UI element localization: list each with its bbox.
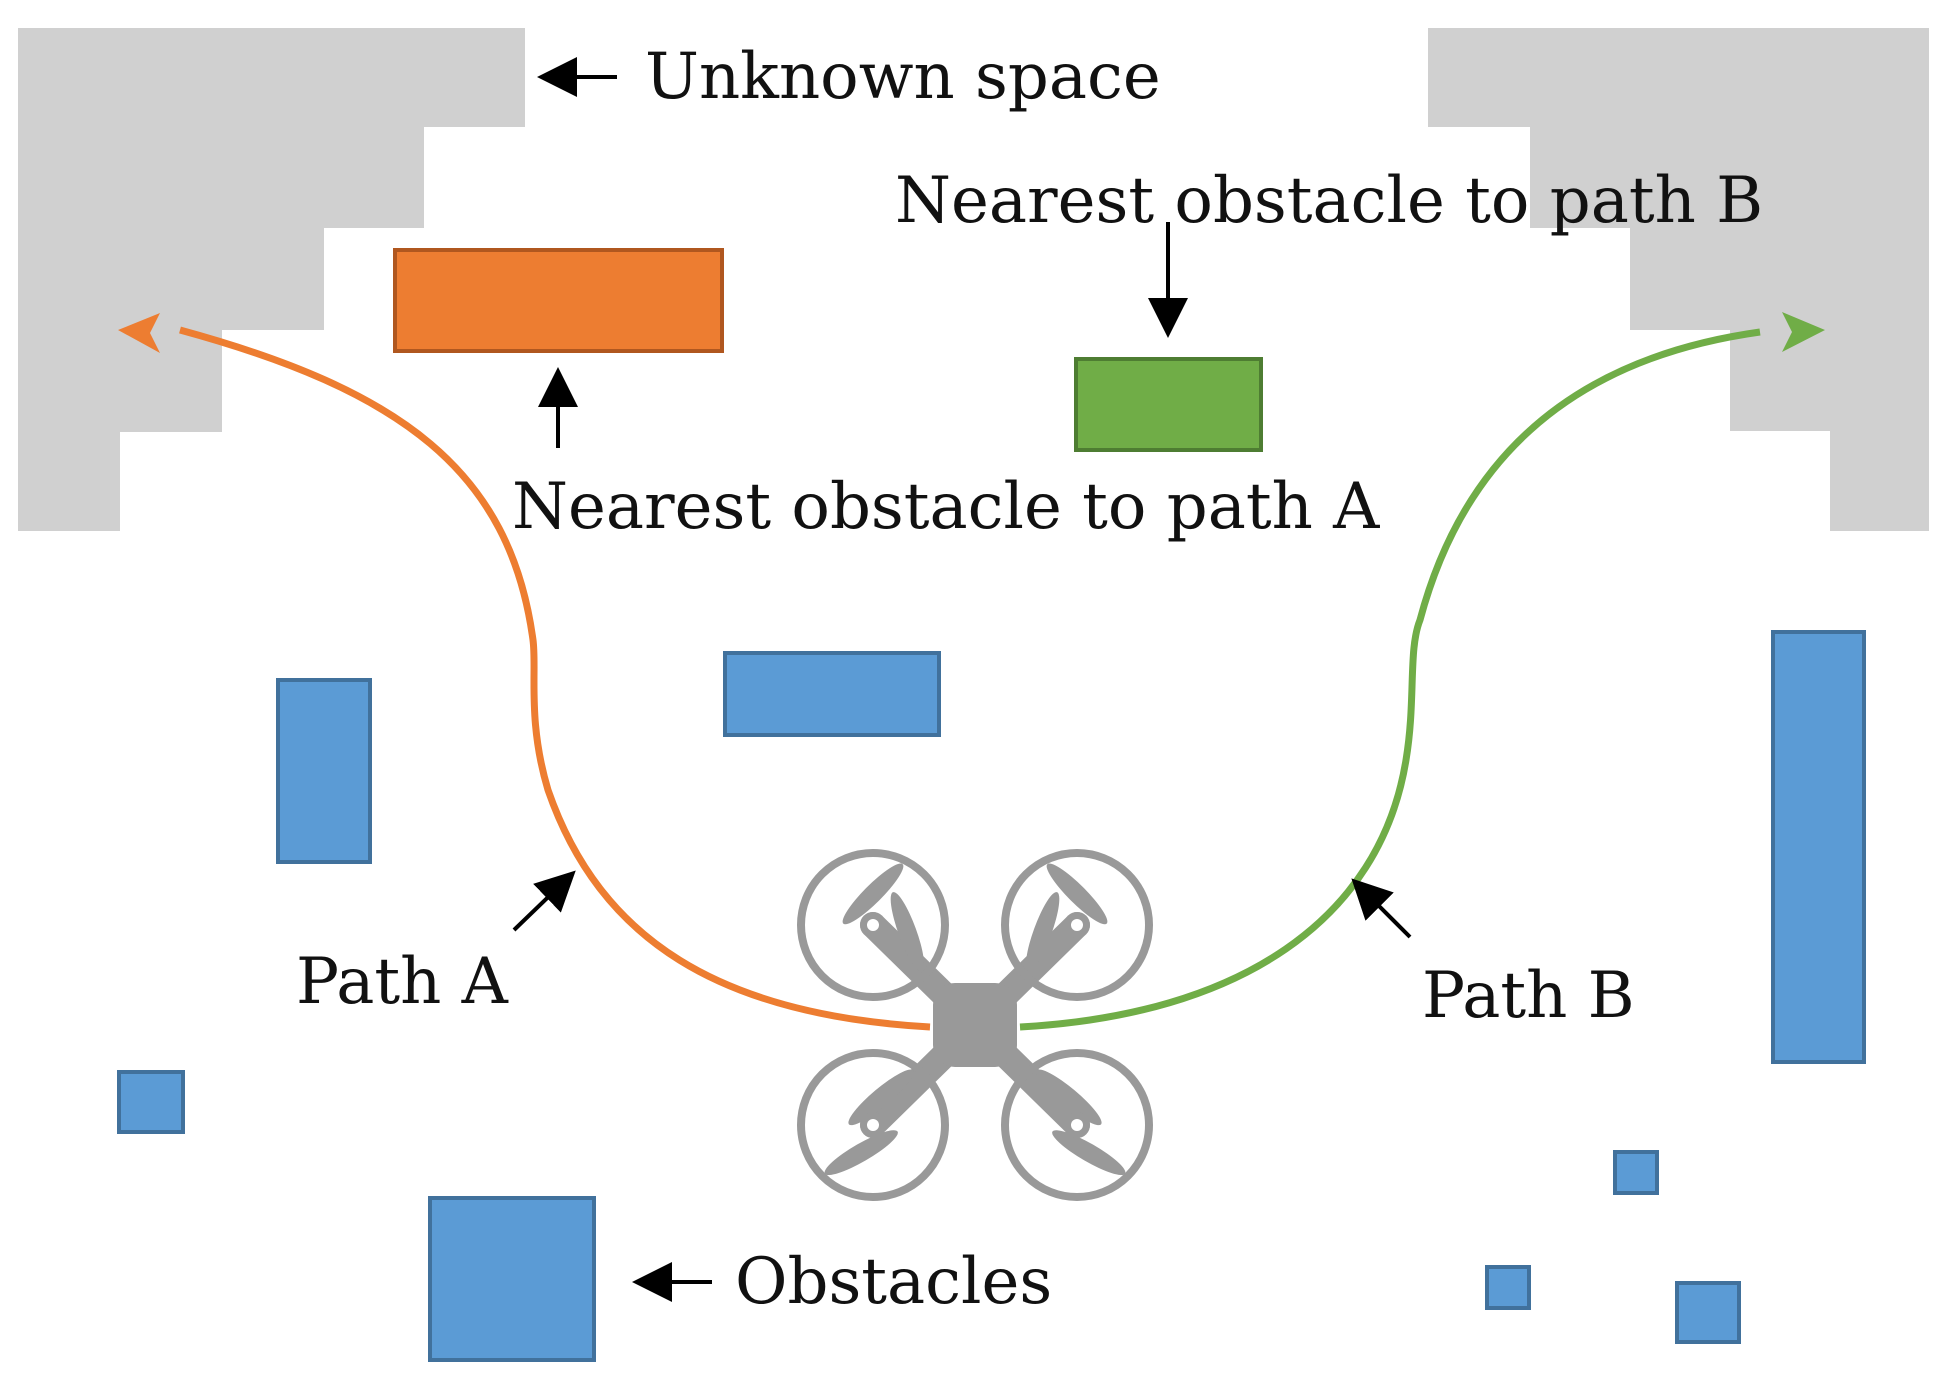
path-b-curve bbox=[1019, 328, 1761, 1031]
label-path-a: Path A bbox=[296, 945, 509, 1019]
arrow-path-a bbox=[512, 870, 576, 932]
obstacle bbox=[1675, 1281, 1741, 1344]
nearest-obstacle-path-b bbox=[1074, 357, 1263, 452]
unknown-space-left bbox=[18, 28, 525, 531]
obstacle bbox=[428, 1196, 596, 1362]
obstacle bbox=[723, 651, 941, 737]
obstacle bbox=[1485, 1265, 1531, 1310]
path-a-arrowhead bbox=[118, 313, 160, 353]
obstacles-group bbox=[117, 630, 1866, 1362]
obstacle bbox=[1613, 1150, 1659, 1195]
unknown-space-right bbox=[1428, 28, 1929, 531]
label-nearest-obstacle-a: Nearest obstacle to path A bbox=[512, 470, 1380, 544]
path-b-arrowhead bbox=[1782, 312, 1825, 352]
label-obstacles: Obstacles bbox=[735, 1245, 1052, 1319]
nearest-obstacle-path-a bbox=[393, 248, 724, 353]
label-nearest-obstacle-b: Nearest obstacle to path B bbox=[895, 164, 1763, 238]
path-a-curve bbox=[179, 326, 931, 1031]
arrow-path-b bbox=[1351, 878, 1412, 939]
obstacle bbox=[276, 678, 372, 864]
obstacle bbox=[117, 1070, 185, 1134]
label-path-b: Path B bbox=[1422, 959, 1635, 1033]
quadcopter-icon bbox=[797, 849, 1153, 1201]
label-unknown-space: Unknown space bbox=[645, 40, 1161, 114]
obstacle bbox=[1771, 630, 1866, 1064]
